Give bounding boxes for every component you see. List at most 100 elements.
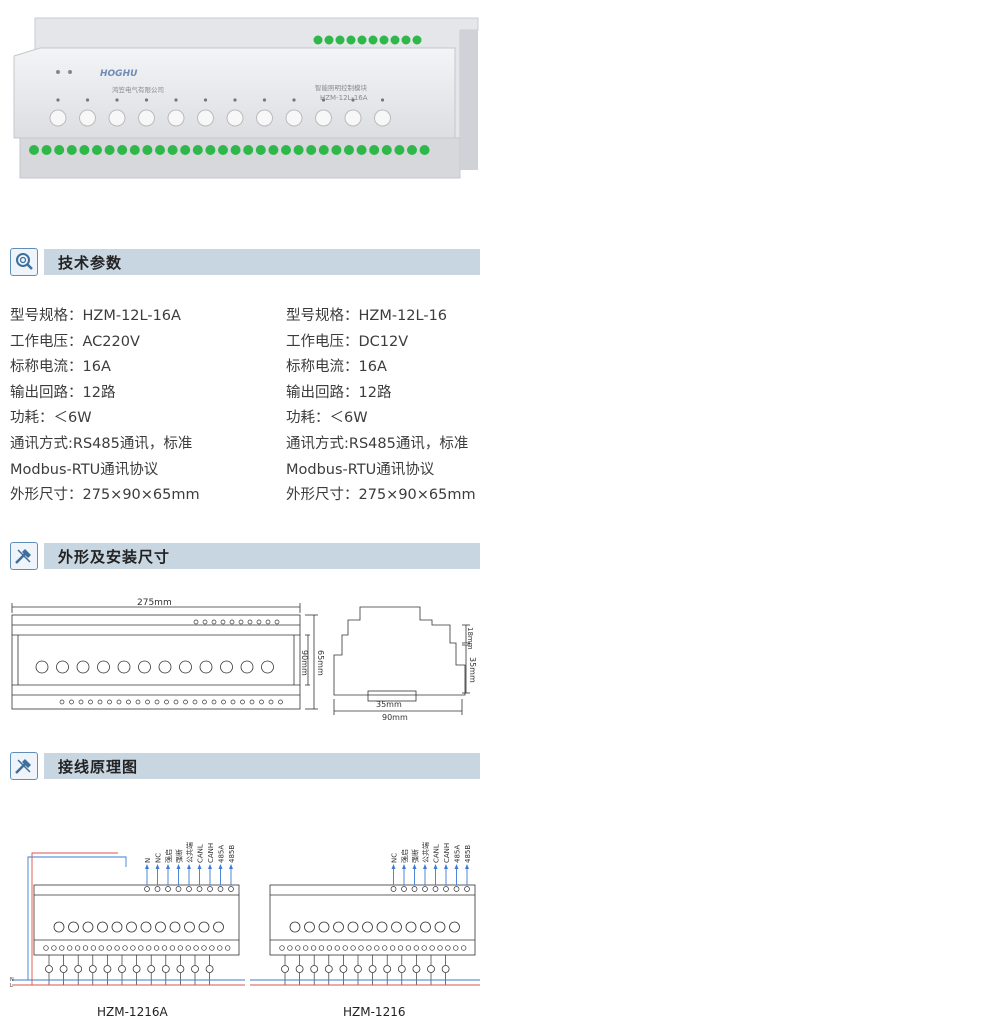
wiring-terminal-label: CANH xyxy=(207,843,215,863)
led xyxy=(380,98,385,102)
terminal xyxy=(390,886,397,892)
terminal xyxy=(324,35,334,45)
dim-d35v: 35mm xyxy=(468,657,477,683)
terminal xyxy=(92,145,102,155)
terminal xyxy=(54,145,65,155)
terminal xyxy=(126,699,131,705)
led xyxy=(174,98,178,102)
terminal xyxy=(146,945,152,951)
channel-button xyxy=(289,921,301,933)
terminal xyxy=(306,145,317,155)
terminal xyxy=(318,945,325,951)
wiring-terminal-label: CANL xyxy=(433,844,441,863)
terminal xyxy=(443,886,449,892)
terminal xyxy=(278,699,283,705)
channel-button xyxy=(344,109,362,127)
channel-button xyxy=(138,660,151,674)
channel-button xyxy=(285,109,303,127)
wiring-caption-b: HZM-1216 xyxy=(343,1005,406,1019)
spec-line: 工作电压：DC12V xyxy=(286,333,409,350)
terminal xyxy=(51,945,57,951)
terminal xyxy=(344,145,354,155)
terminal xyxy=(217,945,223,951)
terminal xyxy=(335,35,345,45)
led xyxy=(321,98,326,102)
terminal xyxy=(218,145,228,155)
terminal xyxy=(104,145,115,155)
channel-button xyxy=(35,660,49,674)
wiring-terminal-label: 公共端 xyxy=(421,842,430,863)
led xyxy=(292,98,296,102)
wiring-caption-a: HZM-1216A xyxy=(97,1005,168,1019)
terminal xyxy=(164,699,169,705)
terminal xyxy=(116,699,122,705)
terminal xyxy=(268,145,279,155)
channel-button xyxy=(179,660,192,674)
terminal xyxy=(390,35,400,45)
terminal xyxy=(129,145,140,155)
terminal xyxy=(201,945,207,951)
wiring-terminal-label: 强启 xyxy=(400,849,409,863)
channel-button xyxy=(184,921,195,933)
channel-button xyxy=(420,921,431,933)
terminal xyxy=(326,945,333,951)
terminal xyxy=(374,945,380,951)
section-header-tech: 技术参数 xyxy=(10,248,480,276)
wiring-terminal-label: CANH xyxy=(443,843,451,863)
terminal xyxy=(202,619,208,625)
terminal xyxy=(79,145,90,155)
terminal xyxy=(154,886,161,892)
wiring-terminal-label: 485B xyxy=(228,845,236,863)
load-terminal xyxy=(412,965,421,973)
load-terminal xyxy=(339,965,348,973)
terminal xyxy=(67,945,73,951)
terminal xyxy=(429,945,435,951)
terminal xyxy=(193,619,199,625)
load-terminal xyxy=(147,965,156,973)
load-terminal xyxy=(103,965,112,973)
terminal xyxy=(259,699,264,705)
dim-h90: 90mm xyxy=(300,650,309,676)
terminal xyxy=(142,145,153,155)
load-terminal xyxy=(161,965,170,973)
terminal xyxy=(268,699,274,705)
channel-button xyxy=(240,660,254,674)
terminal xyxy=(177,945,183,951)
channel-button xyxy=(68,921,79,933)
terminal xyxy=(356,145,367,155)
terminal xyxy=(240,699,245,705)
terminal xyxy=(357,35,367,45)
wiring-terminal-label: 强断 xyxy=(411,849,420,863)
spec-line: 标称电流：16A xyxy=(286,359,387,376)
channel-button xyxy=(79,109,96,127)
terminal xyxy=(167,145,178,155)
channel-button xyxy=(256,109,273,127)
channel-button xyxy=(405,921,417,933)
dim-h65: 65mm xyxy=(316,650,325,676)
terminal xyxy=(97,699,103,705)
terminal xyxy=(229,619,235,625)
terminal xyxy=(207,886,213,892)
terminal xyxy=(155,145,165,155)
terminal xyxy=(196,886,203,892)
terminal xyxy=(407,145,417,155)
magnifier-icon xyxy=(10,248,38,276)
terminal xyxy=(464,886,470,892)
terminal xyxy=(78,699,84,705)
terminal xyxy=(82,945,89,951)
wiring-terminal-label: CANL xyxy=(197,844,205,863)
spec-line: 输出回路：12路 xyxy=(286,384,392,401)
channel-button xyxy=(138,109,155,127)
load-terminal xyxy=(205,965,214,973)
terminal xyxy=(161,945,168,951)
terminal xyxy=(122,945,128,951)
channel-button xyxy=(318,921,330,933)
terminal xyxy=(313,35,323,45)
channel-button xyxy=(261,660,274,674)
terminal xyxy=(186,886,192,892)
terminal xyxy=(411,886,418,892)
product-logo: HOGHU xyxy=(100,69,138,79)
spec-line: 工作电压：AC220V xyxy=(10,333,140,350)
terminal xyxy=(265,619,271,625)
